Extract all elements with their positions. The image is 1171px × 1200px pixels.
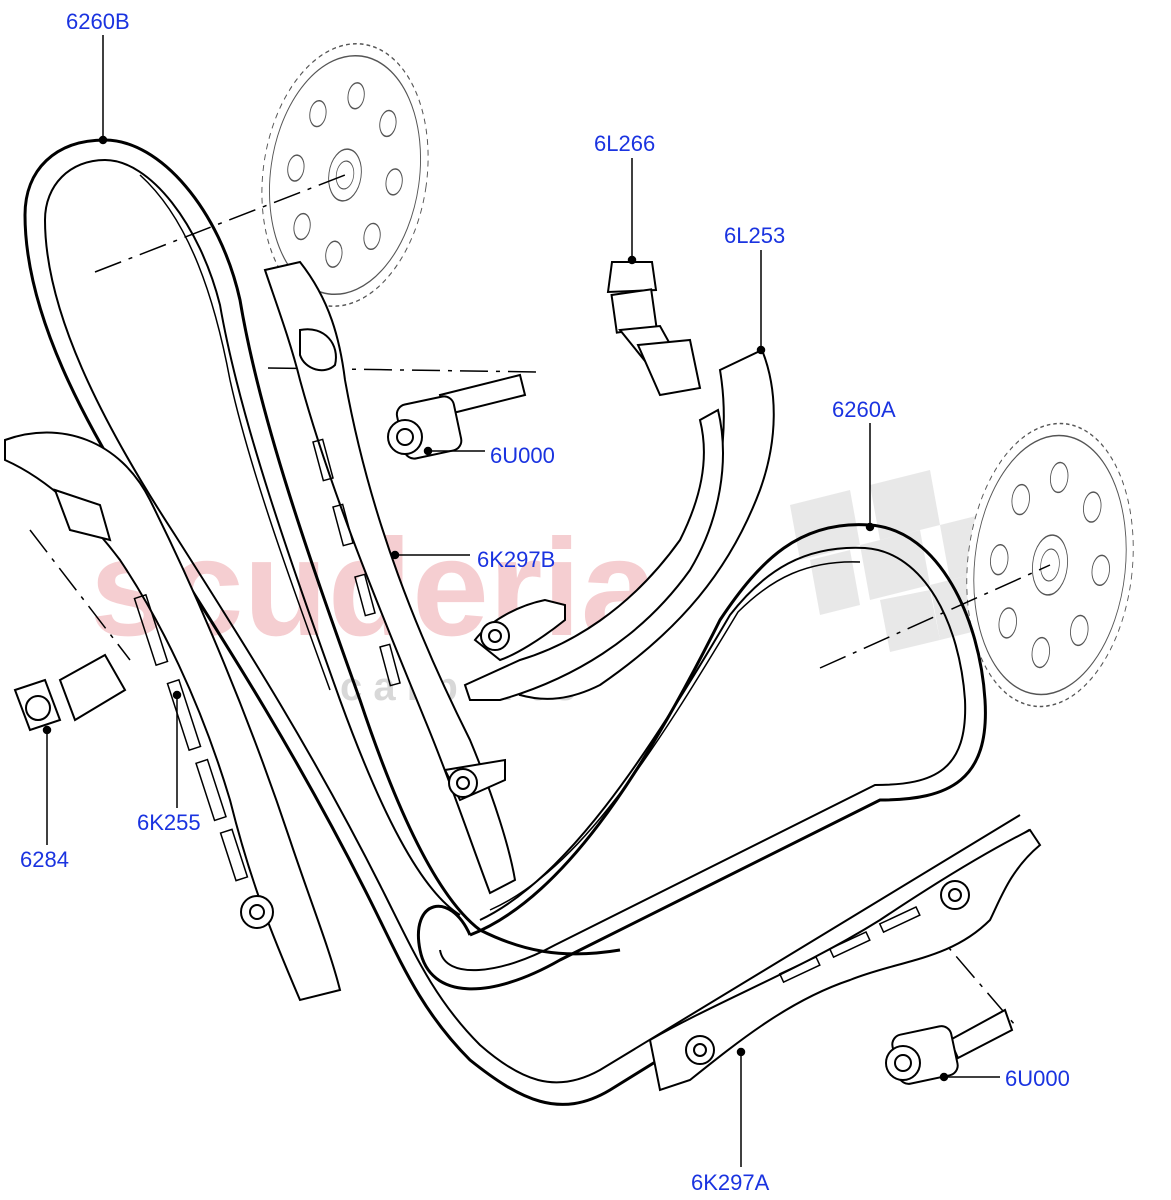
callout-6l253: 6L253 <box>724 223 785 248</box>
callout-6260a: 6260A <box>832 397 896 422</box>
tensioner-blade-6l253 <box>463 348 775 701</box>
lower-guide-6k297a <box>648 828 1042 1092</box>
callout-6260b: 6260B <box>66 9 130 34</box>
callout-6l266: 6L266 <box>594 131 655 156</box>
fixed-guide-6k297b <box>263 260 517 895</box>
pivot-bolt-6u000-upper <box>387 373 527 460</box>
callout-labels: 6260B 6L266 6L253 6U000 6260A 6K297B 628… <box>20 9 1070 1195</box>
callout-leaders <box>42 35 1000 1167</box>
chain-tensioner-6l266 <box>606 261 702 397</box>
callout-6u000-lower: 6U000 <box>1005 1066 1070 1091</box>
callout-6k297a: 6K297A <box>691 1170 770 1195</box>
callout-6284: 6284 <box>20 847 69 872</box>
timing-chain-6260b <box>23 138 1031 1106</box>
callout-6k297b: 6K297B <box>477 547 555 572</box>
upper-camshaft-sprocket <box>261 43 429 307</box>
callout-6u000-upper: 6U000 <box>490 443 555 468</box>
pivot-bolt-6u000-lower <box>885 1008 1014 1085</box>
timing-chain-6260a <box>417 523 987 991</box>
tensioner-arm-6k255 <box>4 431 342 1002</box>
callout-6k255: 6K255 <box>137 810 201 835</box>
tensioner-bolt-6284 <box>13 653 127 732</box>
